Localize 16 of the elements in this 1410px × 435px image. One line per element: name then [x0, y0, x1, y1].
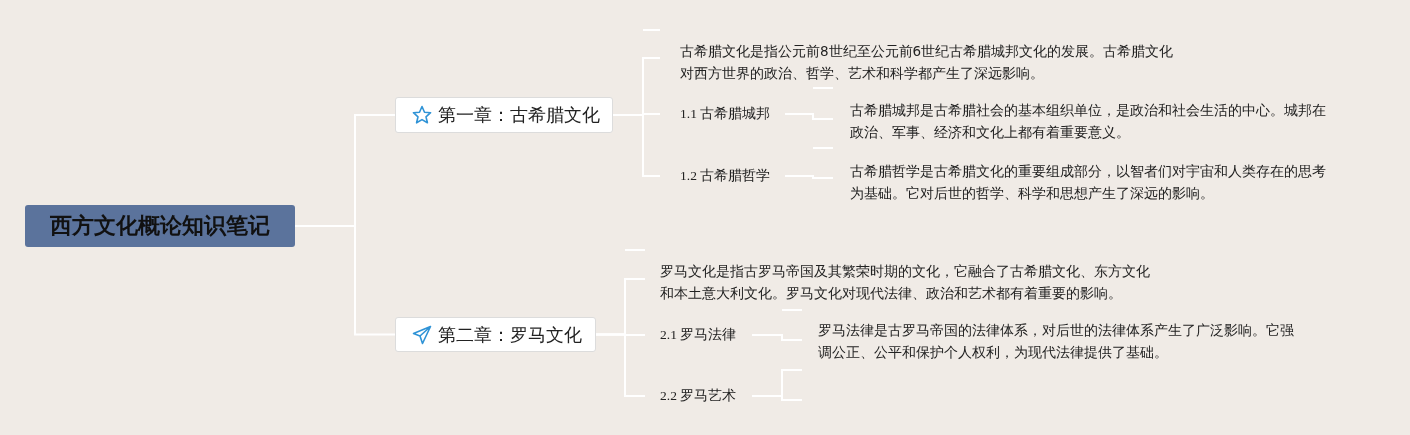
subtopic-text: 1.2 古希腊哲学	[660, 166, 785, 186]
connector-line	[751, 334, 803, 341]
note-text: 古希腊文化是指公元前8世纪至公元前6世纪古希腊城邦文化的发展。古希腊文化对西方世界的政治、哲学、艺术和科学都产生了深远影响。	[660, 40, 1180, 86]
chapter-box	[395, 317, 596, 352]
chapter-title: 第一章：古希腊文化	[438, 103, 600, 127]
note-text: 古希腊城邦是古希腊社会的基本组织单位，是政治和社会生活的中心。城邦在政治、军事、经济和文化上都有着重要意义。	[833, 99, 1333, 145]
root-topic-box: 西方文化概论知识笔记	[25, 205, 295, 247]
note-text: 古希腊哲学是古希腊文化的重要组成部分，以智者们对宇宙和人类存在的思考为基础。它对后世的哲学、科学和思想产生了深远的影响。	[833, 160, 1333, 206]
note-text: 罗马法律是古罗马帝国的法律体系，对后世的法律体系产生了广泛影响。它强调公正、公平和保护个人权利，为现代法律提供了基础。	[802, 319, 1302, 365]
subtopic-text: 1.1 古希腊城邦	[660, 104, 785, 124]
chapter-box	[395, 97, 613, 133]
note-text: 罗马文化是指古罗马帝国及其繁荣时期的文化，它融合了古希腊文化、东方文化和本土意大利文化。罗马文化对现代法律、政治和艺术都有着重要的影响。	[645, 260, 1165, 306]
subtopic-text: 2.2 罗马艺术	[645, 386, 752, 406]
connector-line	[784, 113, 834, 120]
subtopic-text: 2.1 罗马法律	[645, 325, 752, 345]
chapter-title: 第二章：罗马文化	[438, 322, 582, 347]
